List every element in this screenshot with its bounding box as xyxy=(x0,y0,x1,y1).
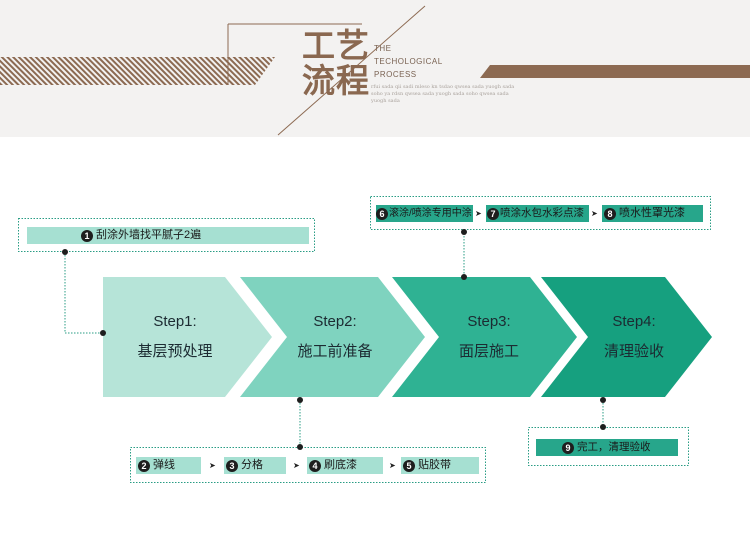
title-line-1: 工艺 xyxy=(302,27,370,64)
task-2: 2 弹线 xyxy=(136,457,201,474)
step1-chevron xyxy=(103,277,272,397)
step4-chevron xyxy=(541,277,712,397)
step3-number: Step3: xyxy=(467,313,511,330)
task-6-label: 滚涂/喷涂专用中涂 xyxy=(389,208,472,219)
task-7-number: 7 xyxy=(487,207,499,220)
page-title: 工艺 流程 xyxy=(302,28,372,98)
group-box-3 xyxy=(370,196,711,230)
task-5: 5 贴胶带 xyxy=(401,457,479,474)
process-diagram xyxy=(18,196,712,483)
english-subtitle: THE TECHOLOGICAL PROCESS xyxy=(374,42,443,81)
task-1: 1 刮涂外墙找平腻子2遍 xyxy=(27,227,309,244)
subtitle-line-2: TECHOLOGICAL xyxy=(374,57,443,66)
step2-number: Step2: xyxy=(313,313,357,330)
connector-4-dot-end xyxy=(600,424,606,430)
task-6-number: 6 xyxy=(376,207,388,220)
filler-text: rfui sada qii sadi mleso kn tsdao qwsea … xyxy=(371,84,515,104)
step1-label: Step1: 基层预处理 xyxy=(110,307,240,367)
group-box-2 xyxy=(130,447,486,483)
step2-label: Step2: 施工前准备 xyxy=(270,307,400,367)
step3-chevron xyxy=(392,277,577,397)
subtitle-line-3: PROCESS xyxy=(374,70,417,79)
step4-label: Step4: 清理验收 xyxy=(569,307,699,367)
group-box-1 xyxy=(18,218,315,252)
connector-1 xyxy=(64,252,103,334)
task-3: 3 分格 xyxy=(224,457,286,474)
task-4: 4 刷底漆 xyxy=(307,457,383,474)
task-5-label: 贴胶带 xyxy=(418,459,451,471)
frame-diagonal xyxy=(277,5,426,136)
header-decoration xyxy=(0,5,750,136)
step1-name: 基层预处理 xyxy=(137,343,213,360)
right-chevron-icon: ➤ xyxy=(475,209,482,218)
step3-name: 面层施工 xyxy=(458,343,519,360)
left-stripe-band xyxy=(0,57,275,85)
connector-2-dot-end xyxy=(297,444,303,450)
step2-chevron xyxy=(240,277,425,397)
step4-number: Step4: xyxy=(612,313,656,330)
task-9-label: 完工，清理验收 xyxy=(577,441,651,453)
task-9: 9 完工，清理验收 xyxy=(536,439,678,456)
task-8: 8 喷水性罩光漆 xyxy=(602,205,703,222)
connector-1-dot-end xyxy=(100,330,106,336)
task-3-number: 3 xyxy=(226,459,238,472)
connector-1-dot-top xyxy=(62,249,68,255)
task-7: 7 喷涂水包水彩点漆 xyxy=(486,205,589,222)
task-7-label: 喷涂水包水彩点漆 xyxy=(500,207,584,219)
connector-4-dot-top xyxy=(600,397,606,403)
connector-3-dot-top xyxy=(461,229,467,235)
subtitle-line-1: THE xyxy=(374,44,392,53)
task-5-number: 5 xyxy=(403,459,415,472)
title-line-2: 流程 xyxy=(302,62,370,99)
task-3-label: 分格 xyxy=(241,459,263,471)
step1-number: Step1: xyxy=(153,313,197,330)
task-4-number: 4 xyxy=(309,459,321,472)
step4-name: 清理验收 xyxy=(603,343,664,360)
right-band xyxy=(480,65,750,78)
right-chevron-icon: ➤ xyxy=(293,461,300,470)
header-banner: 工艺 流程 THE TECHOLOGICAL PROCESS rfui sada… xyxy=(0,0,750,137)
step3-label: Step3: 面层施工 xyxy=(424,307,554,367)
task-1-number: 1 xyxy=(81,229,93,242)
task-8-label: 喷水性罩光漆 xyxy=(619,207,685,219)
task-9-number: 9 xyxy=(562,441,574,454)
task-2-label: 弹线 xyxy=(153,459,175,471)
step2-name: 施工前准备 xyxy=(297,343,373,360)
task-6: 6 滚涂/喷涂专用中涂 xyxy=(376,205,473,222)
task-1-label: 刮涂外墙找平腻子2遍 xyxy=(96,229,202,241)
task-4-label: 刷底漆 xyxy=(324,459,357,471)
task-8-number: 8 xyxy=(604,207,616,220)
right-chevron-icon: ➤ xyxy=(209,461,216,470)
right-chevron-icon: ➤ xyxy=(389,461,396,470)
right-chevron-icon: ➤ xyxy=(591,209,598,218)
connector-2-dot-top xyxy=(297,397,303,403)
task-2-number: 2 xyxy=(138,459,150,472)
connector-3-dot-end xyxy=(461,274,467,280)
